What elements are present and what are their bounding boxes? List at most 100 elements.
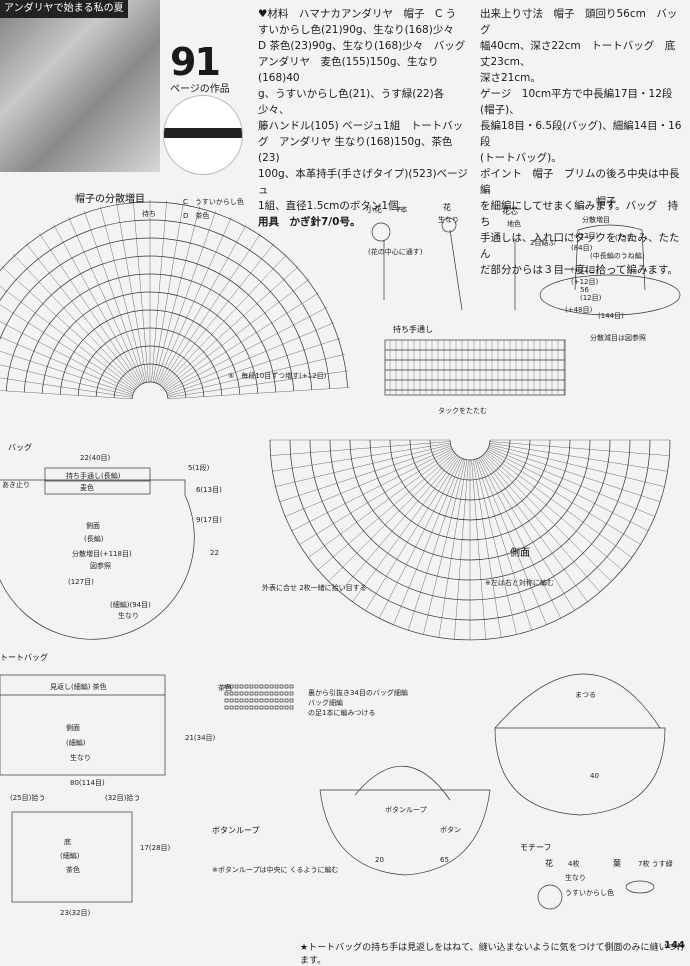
hat-sketch-crown xyxy=(574,224,646,291)
bag-dim: 6(13目) xyxy=(196,486,222,494)
tote-side-label: の足1本に編みつける xyxy=(308,708,375,717)
bag-dim: 5(1段) xyxy=(188,463,210,472)
hat-dim: (75目) xyxy=(615,234,637,242)
materials-line: 1組、直径1.5cmのボタン1個。 xyxy=(258,200,410,212)
spec-line: (トートバッグ)。 xyxy=(480,152,562,164)
tote-stitch-chart xyxy=(224,684,294,710)
hat-note: ⑤ 毎段10目ずつ増す(+12目) xyxy=(228,371,327,380)
project-page-label: ページの作品 xyxy=(170,84,230,95)
hat-dim: 56 xyxy=(580,286,589,294)
hat-label: 分散増目 xyxy=(582,215,610,224)
project-number: 91 xyxy=(170,40,221,84)
tote-sketch-label: ボタンループ xyxy=(385,805,427,814)
materials-line: グ アンダリヤ 生なり(168)150g、茶色(23) xyxy=(258,136,453,164)
flower-icon-2 xyxy=(441,217,457,233)
motif-flower-icon xyxy=(537,884,563,910)
bag-label: あき止り xyxy=(2,480,30,489)
hat-increase-title: 帽子の分散増目 xyxy=(75,192,145,205)
hat-increase-chart xyxy=(0,200,350,400)
spec-line: 深さ21cm。 xyxy=(480,72,541,84)
hat-title: 帽子 xyxy=(596,195,616,208)
hat-label: 分散減目は図参照 xyxy=(590,333,646,342)
bag-sketch-body xyxy=(494,727,666,816)
bag-sketch-label: まつる xyxy=(575,691,596,699)
hat-dim: (84目) xyxy=(571,244,593,252)
tote-label: 茶色 xyxy=(66,865,80,874)
spec-line: ゲージ 10cm平方で中長編17目・12段(帽子)、 xyxy=(480,88,673,116)
legend-c: C うすいからし色 xyxy=(183,197,244,206)
motif-color: うすいからし色 xyxy=(565,888,614,897)
bag-label: 持ち手通し(長編) xyxy=(66,471,121,480)
side-note: ※左は右と対称に編む xyxy=(485,578,554,587)
flower-title: 小花 xyxy=(366,204,382,214)
stem-note: (花の中心に通す) xyxy=(368,247,423,256)
spec-line: だ部分からは３目一度に拾って編みます。 xyxy=(480,264,678,276)
spec-line: ポイント 帽子 ブリムの後ろ中央は中長編 xyxy=(480,168,680,196)
tote-label: 23(32目) xyxy=(60,909,91,917)
handle-strap-chart xyxy=(384,339,566,396)
flower2-title: 花 xyxy=(443,202,451,212)
flower-count: 7本 xyxy=(396,205,407,214)
materials-line: 100g、本革持手(手さげタイプ)(523)ベージュ xyxy=(258,168,468,196)
materials-line: すいからし色(21)90g、生なり(168)少々 xyxy=(258,24,454,36)
tote-label: (細編) xyxy=(66,738,86,747)
tote-title: トートバッグ xyxy=(0,652,48,662)
handle-title: 持ち手通し xyxy=(393,324,433,334)
materials-line: アンダリヤ 麦色(155)150g、生なり(168)40 xyxy=(258,56,439,84)
hat-start: 待ち xyxy=(142,209,156,218)
stamen-color: 地色 xyxy=(507,219,521,228)
tote-trim-color: 茶色 xyxy=(218,683,232,692)
tote-label: 生なり xyxy=(70,753,91,762)
stamen-note: 2目結ぶ xyxy=(530,238,555,247)
spec-line: 出来上り寸法 帽子 頭回り56cm バッグ xyxy=(480,8,678,36)
bag-label: (細編)(94目) xyxy=(110,600,151,609)
side-label: 側面 xyxy=(510,546,530,559)
bag-label: 図参照 xyxy=(90,561,111,570)
motif-leaf-icon xyxy=(625,880,655,894)
footer-note: ★トートバッグの持ち手は見返しをはねて、縫い込まないように気をつけて側面のみに縫… xyxy=(300,943,686,966)
motif-leaf: 葉 xyxy=(613,858,621,868)
materials-line: ♥材料 ハマナカアンダリヤ 帽子 C う xyxy=(258,8,457,20)
materials-text: ♥材料 ハマナカアンダリヤ 帽子 C う すいからし色(21)90g、生なり(1… xyxy=(258,6,473,230)
button-loop-title: ボタンループ xyxy=(212,826,260,835)
tote-sketch-handle xyxy=(354,765,451,801)
hat-label: (+48目) xyxy=(565,306,593,314)
bag-label: 麦色 xyxy=(80,483,94,492)
bag-label: (長編) xyxy=(84,534,104,543)
motif-leaf-count: 7枚 うす緑 xyxy=(638,859,673,868)
bag-label: 側面 xyxy=(86,521,100,530)
page-number: 144 xyxy=(664,940,685,951)
join-label: 外表に合せ 2枚一緒に拾い目する xyxy=(262,583,367,592)
tote-label: (25目)拾う xyxy=(10,793,45,802)
tote-label: 底 xyxy=(64,837,71,846)
bag-dim: 22 xyxy=(210,549,219,557)
flower-stem-2 xyxy=(449,229,463,311)
project-photo: アンダリヤで始まる私の夏 xyxy=(0,0,160,172)
materials-line: 用具 かぎ針7/0号。 xyxy=(258,216,361,228)
tote-label: 見返し(細編) 茶色 xyxy=(50,682,107,691)
motif-title: モチーフ xyxy=(520,843,552,852)
tote-label: 17(28目) xyxy=(140,844,171,852)
tote-sketch-label: ボタン xyxy=(440,825,461,834)
photo-caption: アンダリヤで始まる私の夏 xyxy=(0,0,128,18)
hat-dim: (+12目) xyxy=(571,278,599,286)
tote-base-schematic xyxy=(11,811,133,903)
materials-line: 籐ハンドル(105) ベージュ1組 トートバッ xyxy=(258,120,464,132)
tote-sketch-body xyxy=(319,789,491,876)
materials-line: g、うすいからし色(21)、うす緑(22)各少々、 xyxy=(258,88,445,116)
hat-label: (144目) xyxy=(598,312,624,320)
tote-dim: 21(34目) xyxy=(185,734,216,742)
tote-sketch-label: 65 xyxy=(440,856,449,864)
spec-line: 長編18目・6.5段(バッグ)、細編14目・16段 xyxy=(480,120,682,148)
tote-side-label: バッグ細編 xyxy=(308,698,343,707)
hat-sketch-brim xyxy=(539,274,681,316)
tote-side-label: 裏から引抜き34目のバッグ細編 xyxy=(308,688,408,697)
bag-dim: 9(17目) xyxy=(196,516,222,524)
motif-color: 生なり xyxy=(565,873,586,882)
bag-sketch-handle xyxy=(494,673,661,729)
bag-label: 分散増目(+118目) xyxy=(72,549,132,558)
flower-icon xyxy=(371,222,391,242)
flower2-color: 生なり xyxy=(438,215,459,224)
tuck-label: タックをたたむ xyxy=(438,406,487,415)
